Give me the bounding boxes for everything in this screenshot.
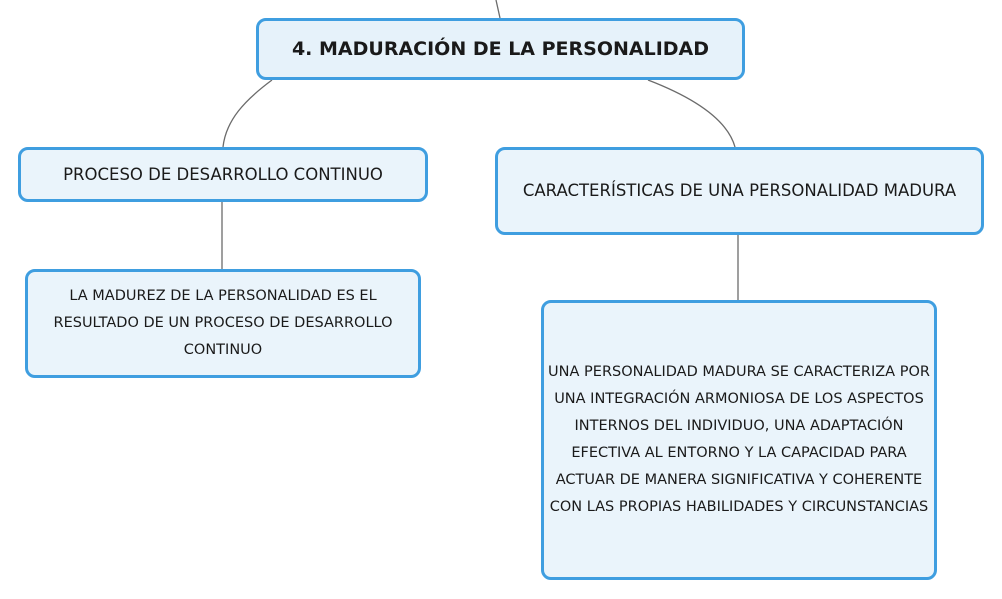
subtopic-text: UNA PERSONALIDAD MADURA SE CARACTERIZA P… <box>548 364 930 515</box>
connector-central-to-right-topic <box>647 79 736 148</box>
subtopic-node-madurez-resultado[interactable]: LA MADUREZ DE LA PERSONALIDAD ES EL RESU… <box>25 269 421 378</box>
central-topic-node[interactable]: 4. MADURACIÓN DE LA PERSONALIDAD <box>256 18 745 80</box>
topic-node-proceso-desarrollo[interactable]: PROCESO DE DESARROLLO CONTINUO <box>18 147 428 202</box>
subtopic-node-personalidad-madura[interactable]: UNA PERSONALIDAD MADURA SE CARACTERIZA P… <box>541 300 937 580</box>
topic-label: PROCESO DE DESARROLLO CONTINUO <box>63 165 383 184</box>
topic-node-caracteristicas[interactable]: CARACTERÍSTICAS DE UNA PERSONALIDAD MADU… <box>495 147 984 235</box>
connector-central-to-left-topic <box>222 79 273 148</box>
subtopic-text: LA MADUREZ DE LA PERSONALIDAD ES EL RESU… <box>53 288 393 358</box>
connector-parent-to-central <box>495 0 501 19</box>
central-topic-title: 4. MADURACIÓN DE LA PERSONALIDAD <box>291 38 710 60</box>
topic-label: CARACTERÍSTICAS DE UNA PERSONALIDAD MADU… <box>522 181 957 200</box>
